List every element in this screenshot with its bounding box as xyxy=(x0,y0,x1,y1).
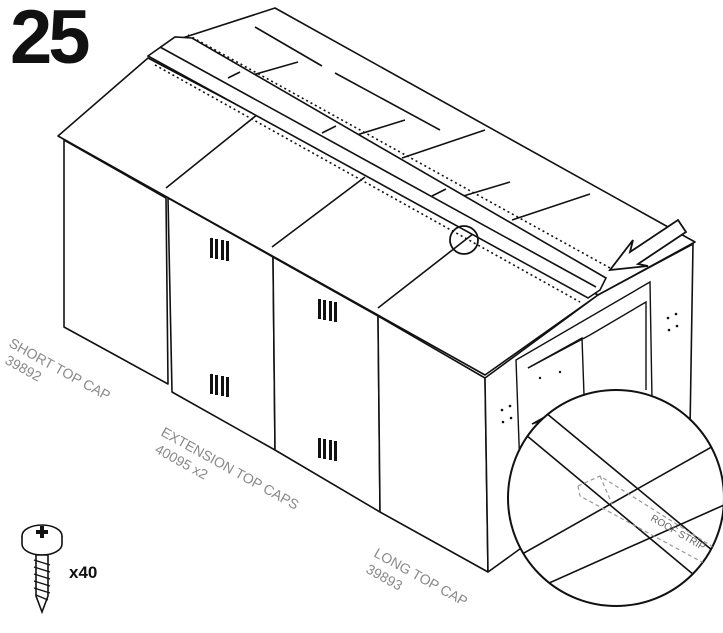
roof-panel-seams xyxy=(165,26,591,309)
detail-magnifier: ROOF STRIP xyxy=(507,389,723,607)
step-number: 25 xyxy=(10,0,91,80)
detail-callout-circle xyxy=(449,225,479,255)
ridge-guide-lines xyxy=(154,34,611,303)
screw-icon xyxy=(21,524,63,615)
ridge-top-cap xyxy=(146,36,608,299)
left-end-wall xyxy=(63,139,169,385)
screw-quantity: x40 xyxy=(69,563,98,582)
insert-arrow-icon xyxy=(608,218,688,272)
front-wall xyxy=(167,197,489,573)
wall-vents xyxy=(210,238,337,461)
